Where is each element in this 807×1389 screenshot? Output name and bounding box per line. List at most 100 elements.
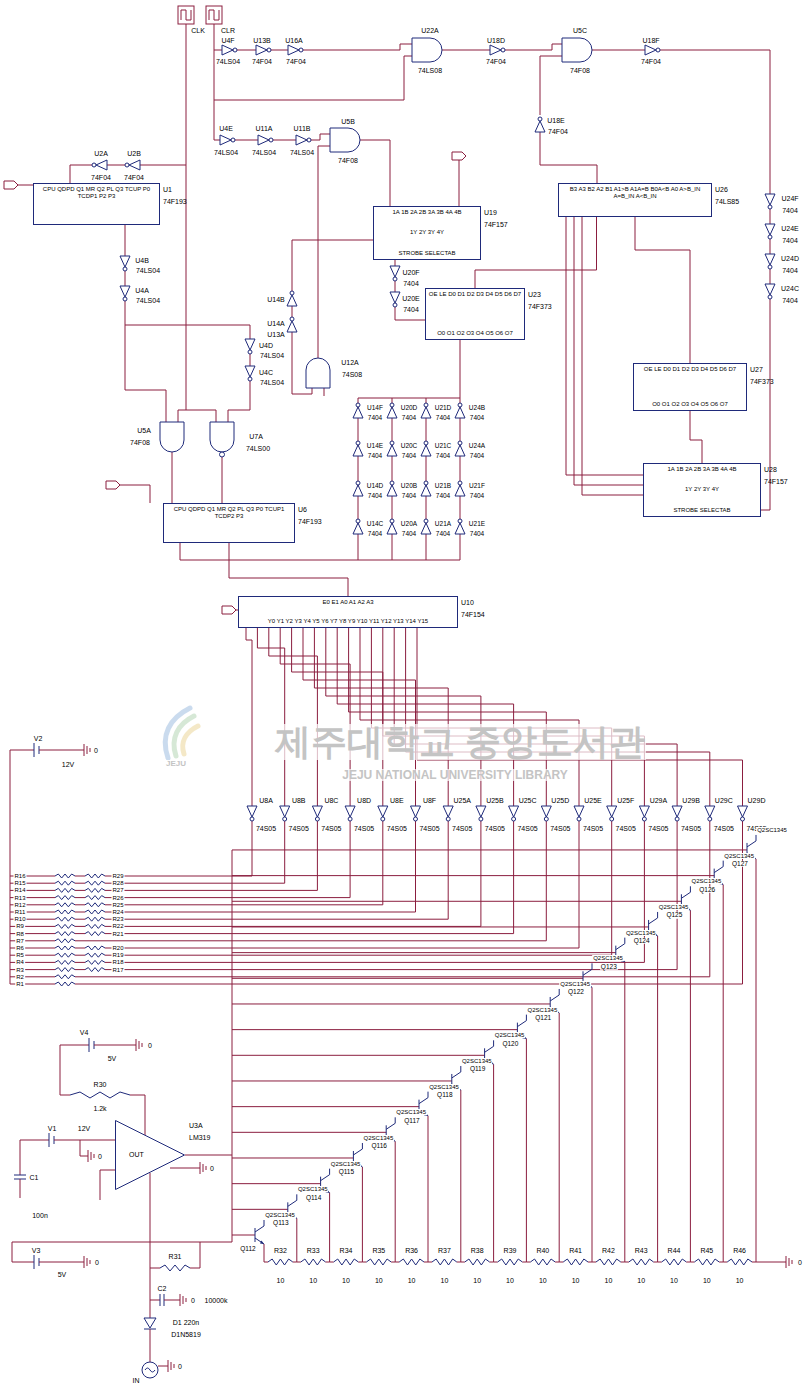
inverter-body bbox=[120, 256, 130, 267]
wire bbox=[58, 1140, 115, 1141]
watermark: 제주대학교 중앙도서관 bbox=[274, 724, 646, 760]
inverter-symbol bbox=[387, 403, 397, 418]
offpage-flag bbox=[452, 152, 466, 206]
component-label: R13 bbox=[13, 895, 26, 901]
wire bbox=[686, 1262, 690, 1263]
wire bbox=[269, 628, 318, 806]
nand-gate bbox=[210, 422, 234, 457]
component-label: Q117 bbox=[403, 1117, 420, 1124]
wire bbox=[75, 897, 85, 898]
inverter-body bbox=[129, 160, 140, 170]
inverter-body bbox=[535, 121, 545, 132]
inverter-bubble bbox=[768, 205, 772, 209]
wire bbox=[75, 912, 85, 913]
component-label: 10 bbox=[636, 1277, 646, 1284]
component-label: 7404 bbox=[367, 493, 383, 500]
wire bbox=[108, 821, 383, 905]
inverter-body bbox=[421, 407, 431, 418]
inverter-body bbox=[256, 45, 267, 55]
wire bbox=[395, 260, 396, 266]
inverter-symbol bbox=[765, 284, 775, 299]
wire bbox=[20, 1179, 21, 1198]
wire bbox=[592, 1262, 596, 1263]
inverter-symbol bbox=[245, 366, 255, 381]
part-label: U27 bbox=[750, 366, 763, 373]
inverter-body bbox=[509, 806, 519, 817]
component-label: 74S05 bbox=[549, 825, 571, 832]
wire bbox=[232, 926, 649, 927]
component-label: Q2SC1345 bbox=[691, 878, 723, 884]
wire bbox=[150, 1173, 151, 1318]
component-label: Q2SC1345 bbox=[658, 904, 690, 910]
component-label: 7404 bbox=[401, 453, 417, 460]
pin-names: STROBE SELECTAB bbox=[646, 507, 758, 514]
inverter-body bbox=[287, 321, 297, 332]
pin-names: B3 A3 B2 A2 B1 A1>B A1A=B B0A<B A0 A>B_I… bbox=[561, 186, 709, 200]
wire bbox=[178, 24, 186, 422]
bus-connector bbox=[229, 543, 348, 596]
wire bbox=[75, 876, 85, 877]
component-label: 74S05 bbox=[320, 825, 342, 832]
inverter-body bbox=[387, 407, 397, 418]
resistor-symbol bbox=[498, 1259, 523, 1265]
pin-names: 1A 1B 2A 2B 3A 3B 4A 4B bbox=[646, 466, 758, 473]
component-label: Q2SC1345 bbox=[559, 981, 591, 987]
inverter-body bbox=[353, 407, 363, 418]
wire bbox=[20, 1140, 45, 1175]
resistor-symbol bbox=[55, 946, 75, 950]
component-label: Q119 bbox=[469, 1066, 486, 1073]
component-label: Q2SC1345 bbox=[363, 1135, 395, 1141]
inverter-symbol bbox=[421, 403, 431, 418]
wire bbox=[460, 340, 461, 398]
part-label: U19 bbox=[484, 209, 497, 216]
clear-pulse bbox=[209, 10, 219, 20]
wire bbox=[150, 1268, 160, 1269]
component-label: R28 bbox=[111, 880, 124, 886]
component-label: 74S05 bbox=[386, 825, 408, 832]
inverter-bubble bbox=[538, 117, 542, 121]
wire bbox=[214, 44, 412, 50]
inverter-symbol bbox=[490, 45, 505, 55]
component-label: 74LS00 bbox=[245, 445, 271, 452]
inverter-symbol bbox=[607, 806, 617, 821]
wire bbox=[10, 750, 30, 984]
clear-source bbox=[206, 6, 222, 24]
wire bbox=[660, 50, 770, 194]
wire bbox=[426, 398, 427, 560]
inverter-body bbox=[288, 45, 299, 55]
component-label: U25E bbox=[583, 797, 603, 804]
inverter-body bbox=[738, 806, 748, 817]
component-label: 74F04 bbox=[547, 128, 569, 135]
inverter-body bbox=[476, 806, 486, 817]
inverter-symbol bbox=[421, 519, 431, 534]
wire bbox=[186, 410, 216, 422]
inverter-symbol bbox=[120, 256, 130, 271]
wire bbox=[214, 24, 215, 140]
wire bbox=[505, 44, 562, 50]
component-label: U8B bbox=[291, 797, 307, 804]
component-label: 12V bbox=[61, 761, 75, 768]
battery-plate bbox=[49, 1133, 50, 1147]
component-label: 0 bbox=[94, 1259, 100, 1266]
component-label: 10 bbox=[735, 1277, 745, 1284]
inverter-bubble bbox=[768, 295, 772, 299]
inverter-symbol bbox=[387, 441, 397, 456]
inverter-body bbox=[378, 806, 388, 817]
diode-symbol bbox=[144, 1318, 156, 1329]
resistor-symbol bbox=[596, 1259, 621, 1265]
wire bbox=[296, 1218, 297, 1262]
component-label: U8D bbox=[356, 797, 372, 804]
wire bbox=[75, 904, 85, 905]
wire bbox=[330, 1262, 334, 1263]
battery-plate bbox=[34, 1255, 35, 1269]
component-label: V1 bbox=[47, 1125, 58, 1132]
wire bbox=[658, 1262, 662, 1263]
inverter-bubble bbox=[307, 138, 311, 142]
emitter-arrow bbox=[260, 1241, 264, 1245]
wire bbox=[232, 1132, 386, 1133]
inverter-body bbox=[387, 485, 397, 496]
bus-connector bbox=[475, 217, 597, 288]
component-label: R4 bbox=[15, 959, 25, 965]
gate-body bbox=[306, 358, 330, 388]
wire bbox=[625, 1262, 629, 1263]
